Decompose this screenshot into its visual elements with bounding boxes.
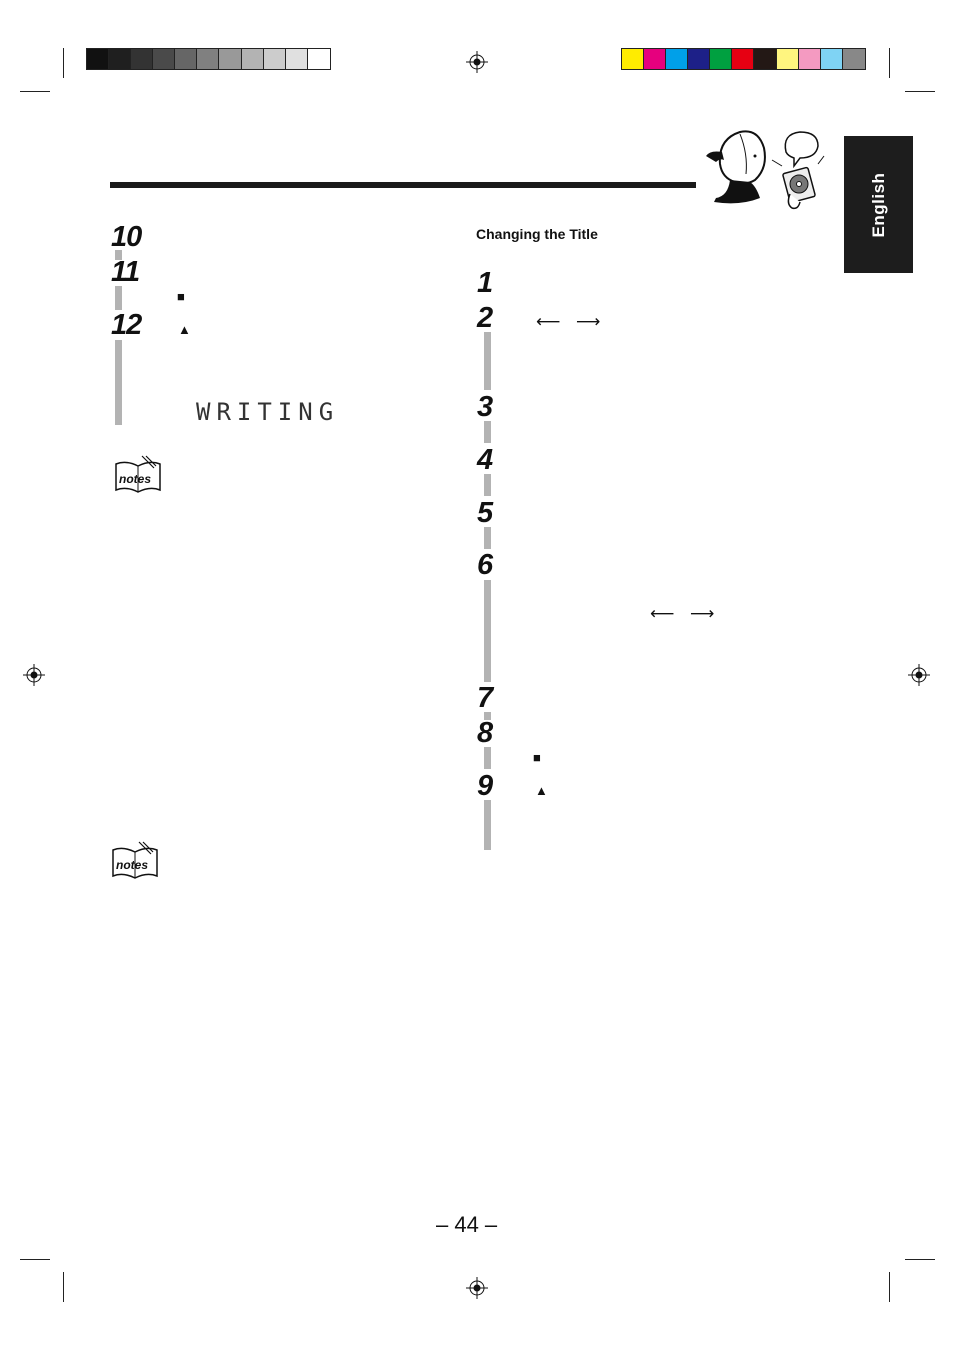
step-bar bbox=[115, 286, 122, 310]
trim-mark bbox=[889, 1272, 890, 1302]
registration-mark-icon bbox=[23, 664, 45, 686]
left-arrow-icon: ⟵ bbox=[536, 312, 561, 331]
step-number: 11 bbox=[111, 256, 140, 288]
stop-symbol-icon: ■ bbox=[177, 289, 185, 304]
step-number: 7 bbox=[477, 682, 493, 714]
color-swatch bbox=[732, 49, 755, 69]
step-bar bbox=[484, 747, 491, 769]
step-number: 1 bbox=[477, 267, 493, 299]
grayscale-swatch bbox=[175, 49, 198, 69]
notes-label: notes bbox=[116, 858, 149, 872]
right-arrow-icon: ⟶ bbox=[576, 312, 601, 331]
color-swatch bbox=[710, 49, 733, 69]
color-swatch bbox=[842, 49, 865, 69]
grayscale-swatch bbox=[197, 49, 220, 69]
color-swatch bbox=[754, 49, 777, 69]
grayscale-swatch bbox=[219, 49, 242, 69]
left-arrow-icon: ⟵ bbox=[650, 604, 675, 623]
color-calibration-bar bbox=[621, 48, 866, 70]
page-number: – 44 – bbox=[436, 1212, 498, 1237]
grayscale-swatch bbox=[241, 49, 264, 69]
trim-mark bbox=[63, 1272, 64, 1302]
step-bar bbox=[484, 580, 491, 682]
step-bar bbox=[484, 332, 491, 390]
mascot-illustration-icon bbox=[706, 130, 825, 210]
step-bar bbox=[115, 250, 122, 260]
grayscale-swatch bbox=[131, 49, 154, 69]
grayscale-swatch bbox=[87, 49, 110, 69]
language-tab: English bbox=[844, 136, 913, 273]
step-number: 5 bbox=[477, 497, 493, 529]
registration-mark-icon bbox=[908, 664, 930, 686]
trim-mark bbox=[63, 48, 64, 78]
step-number: 3 bbox=[477, 391, 493, 423]
step-bar bbox=[484, 474, 491, 496]
trim-mark bbox=[889, 48, 890, 78]
grayscale-swatch bbox=[263, 49, 286, 69]
notes-icon: notes bbox=[109, 840, 161, 886]
trim-mark bbox=[905, 91, 935, 92]
right-arrow-icon: ⟶ bbox=[690, 604, 715, 623]
step-bar bbox=[484, 527, 491, 549]
stop-symbol-icon: ■ bbox=[533, 750, 541, 765]
lcd-display-text: WRITING bbox=[196, 398, 340, 426]
header-rule bbox=[110, 182, 696, 188]
trim-mark bbox=[20, 1259, 50, 1260]
color-swatch bbox=[666, 49, 689, 69]
trim-mark bbox=[905, 1259, 935, 1260]
step-number: 10 bbox=[111, 221, 142, 253]
language-tab-label: English bbox=[868, 172, 888, 237]
step-number: 4 bbox=[477, 444, 493, 476]
trim-mark bbox=[20, 91, 50, 92]
step-number: 6 bbox=[477, 549, 493, 581]
step-bar bbox=[115, 340, 122, 425]
grayscale-swatch bbox=[285, 49, 308, 69]
step-number: 12 bbox=[111, 309, 142, 341]
eject-symbol-icon: ▲ bbox=[535, 783, 548, 798]
step-bar bbox=[484, 421, 491, 443]
color-swatch bbox=[644, 49, 667, 69]
grayscale-swatch bbox=[307, 49, 330, 69]
color-swatch bbox=[776, 49, 799, 69]
eject-symbol-icon: ▲ bbox=[178, 322, 191, 337]
step-bar bbox=[484, 800, 491, 850]
notes-icon: notes bbox=[112, 454, 164, 500]
registration-mark-icon bbox=[466, 51, 488, 73]
section-subheading: Changing the Title bbox=[476, 226, 598, 242]
color-swatch bbox=[622, 49, 645, 69]
color-swatch bbox=[688, 49, 711, 69]
step-number: 8 bbox=[477, 717, 493, 749]
step-number: 9 bbox=[477, 770, 493, 802]
step-number: 2 bbox=[477, 302, 493, 334]
color-swatch bbox=[798, 49, 821, 69]
grayscale-swatch bbox=[109, 49, 132, 69]
notes-label: notes bbox=[119, 472, 152, 486]
grayscale-swatch bbox=[153, 49, 176, 69]
registration-mark-icon bbox=[466, 1277, 488, 1299]
color-swatch bbox=[820, 49, 843, 69]
grayscale-calibration-bar bbox=[86, 48, 331, 70]
step-bar bbox=[484, 712, 491, 720]
